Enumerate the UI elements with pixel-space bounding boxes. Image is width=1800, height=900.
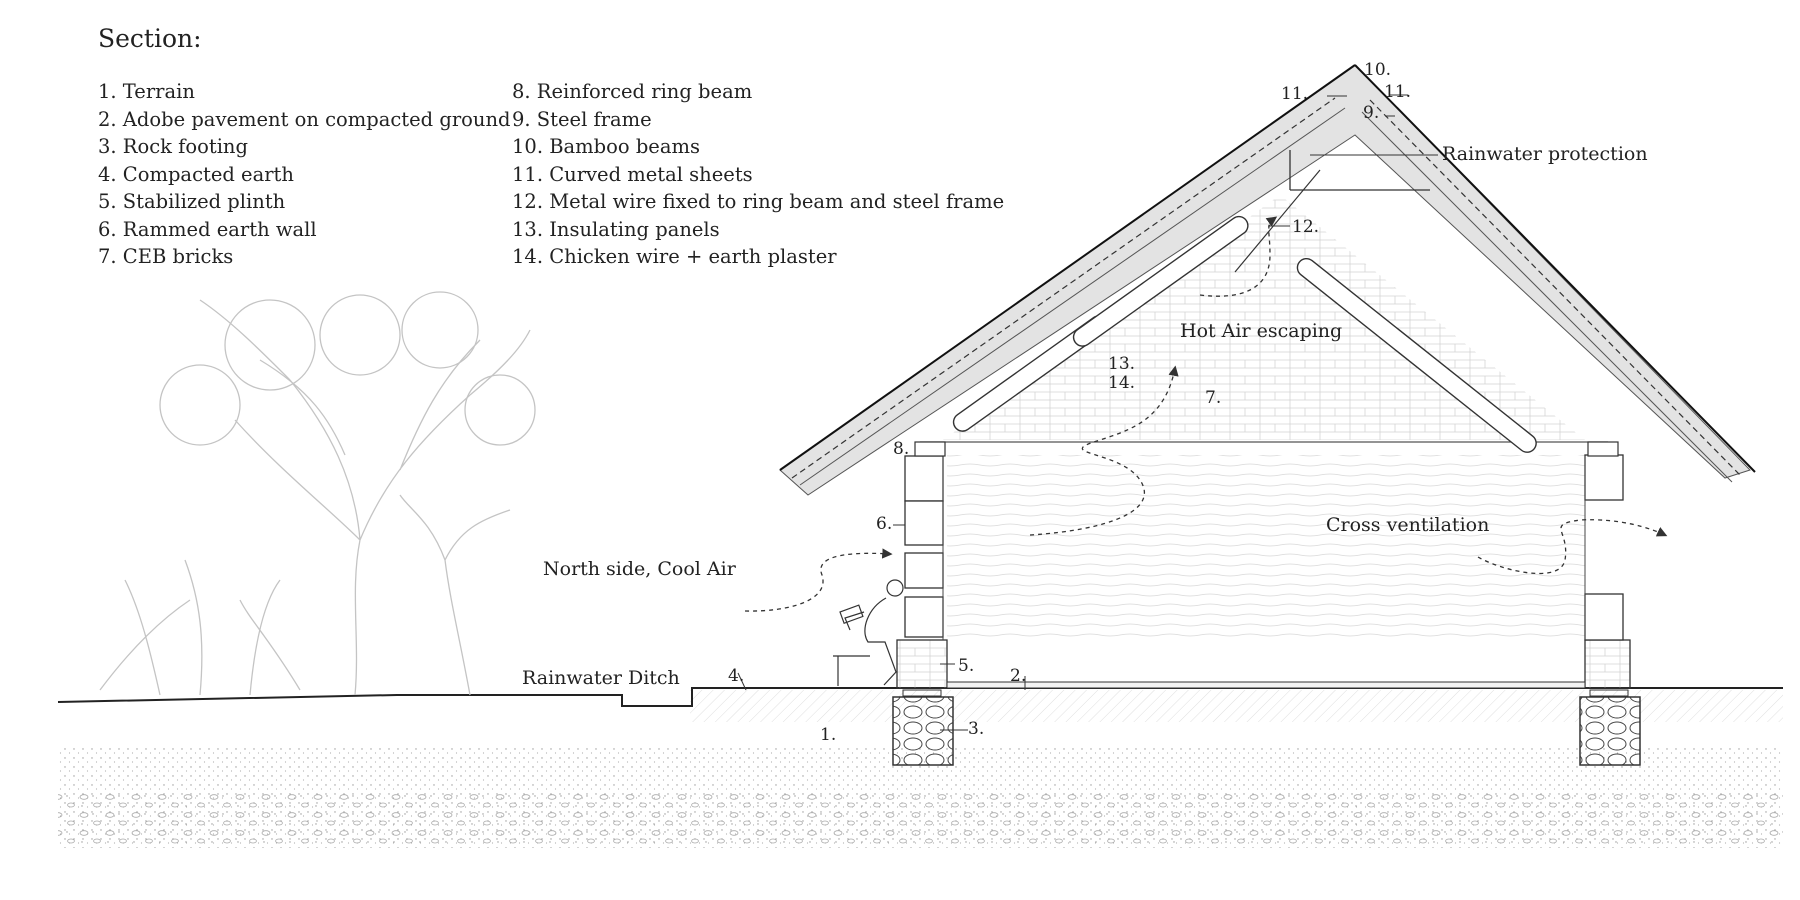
- legend-item: 4. Compacted earth: [98, 162, 294, 186]
- legend-item: 6. Rammed earth wall: [98, 217, 317, 241]
- ceb-brick-gable: [914, 195, 1619, 457]
- annotation-rainwater-ditch: Rainwater Ditch: [522, 667, 680, 689]
- plinth: [896, 639, 1631, 697]
- callout-7: 7.: [1205, 388, 1221, 408]
- callout-14: 14.: [1108, 373, 1135, 393]
- callout-11-right: 11.: [1384, 82, 1411, 102]
- callout-6: 6.: [876, 514, 892, 534]
- section-title: Section:: [98, 24, 202, 53]
- callout-3: 3.: [968, 719, 984, 739]
- callout-4: 4.: [728, 666, 744, 686]
- legend-item: 12. Metal wire fixed to ring beam and st…: [512, 190, 1005, 213]
- legend-item: 14. Chicken wire + earth plaster: [512, 245, 837, 268]
- callout-11-left: 11.: [1281, 84, 1308, 104]
- legend-item: 11. Curved metal sheets: [512, 162, 753, 186]
- callout-9: 9.: [1363, 103, 1379, 123]
- leader-lines: [737, 94, 1438, 731]
- legend-item: 2. Adobe pavement on compacted ground: [98, 107, 511, 131]
- trees-illustration: [99, 291, 536, 696]
- legend-item: 9. Steel frame: [512, 107, 652, 131]
- legend-item: 7. CEB bricks: [98, 245, 234, 268]
- roof: [779, 64, 1756, 496]
- annotation-rainwater-protection: Rainwater protection: [1442, 143, 1648, 165]
- callout-1: 1.: [820, 725, 836, 745]
- rock-footing: [892, 696, 1641, 766]
- legend-item: 5. Stabilized plinth: [98, 190, 286, 213]
- annotation-hot-air: Hot Air escaping: [1180, 320, 1342, 342]
- callout-13: 13.: [1108, 354, 1135, 374]
- callout-2: 2.: [1010, 666, 1026, 686]
- insulating-panels: [952, 215, 1537, 453]
- legend-left-list: 1. Terrain 2. Adobe pavement on compacte…: [98, 78, 511, 271]
- metal-wire: [1234, 169, 1321, 273]
- callout-8: 8.: [893, 439, 909, 459]
- annotation-cross-ventilation: Cross ventilation: [1326, 514, 1489, 536]
- legend-item: 8. Reinforced ring beam: [512, 80, 753, 103]
- callout-10: 10.: [1364, 60, 1391, 80]
- rammed-earth-walls: [904, 454, 1624, 641]
- legend-item: 13. Insulating panels: [512, 217, 720, 241]
- legend-right-list: 8. Reinforced ring beam 9. Steel frame 1…: [512, 78, 1004, 271]
- legend-item: 1. Terrain: [98, 80, 195, 103]
- callout-12: 12.: [1292, 217, 1319, 237]
- legend-item: 10. Bamboo beams: [512, 135, 700, 158]
- annotation-north-side: North side, Cool Air: [543, 558, 737, 580]
- legend-item: 3. Rock footing: [98, 135, 248, 158]
- seated-person-icon: [833, 579, 904, 686]
- callout-5: 5.: [958, 656, 974, 676]
